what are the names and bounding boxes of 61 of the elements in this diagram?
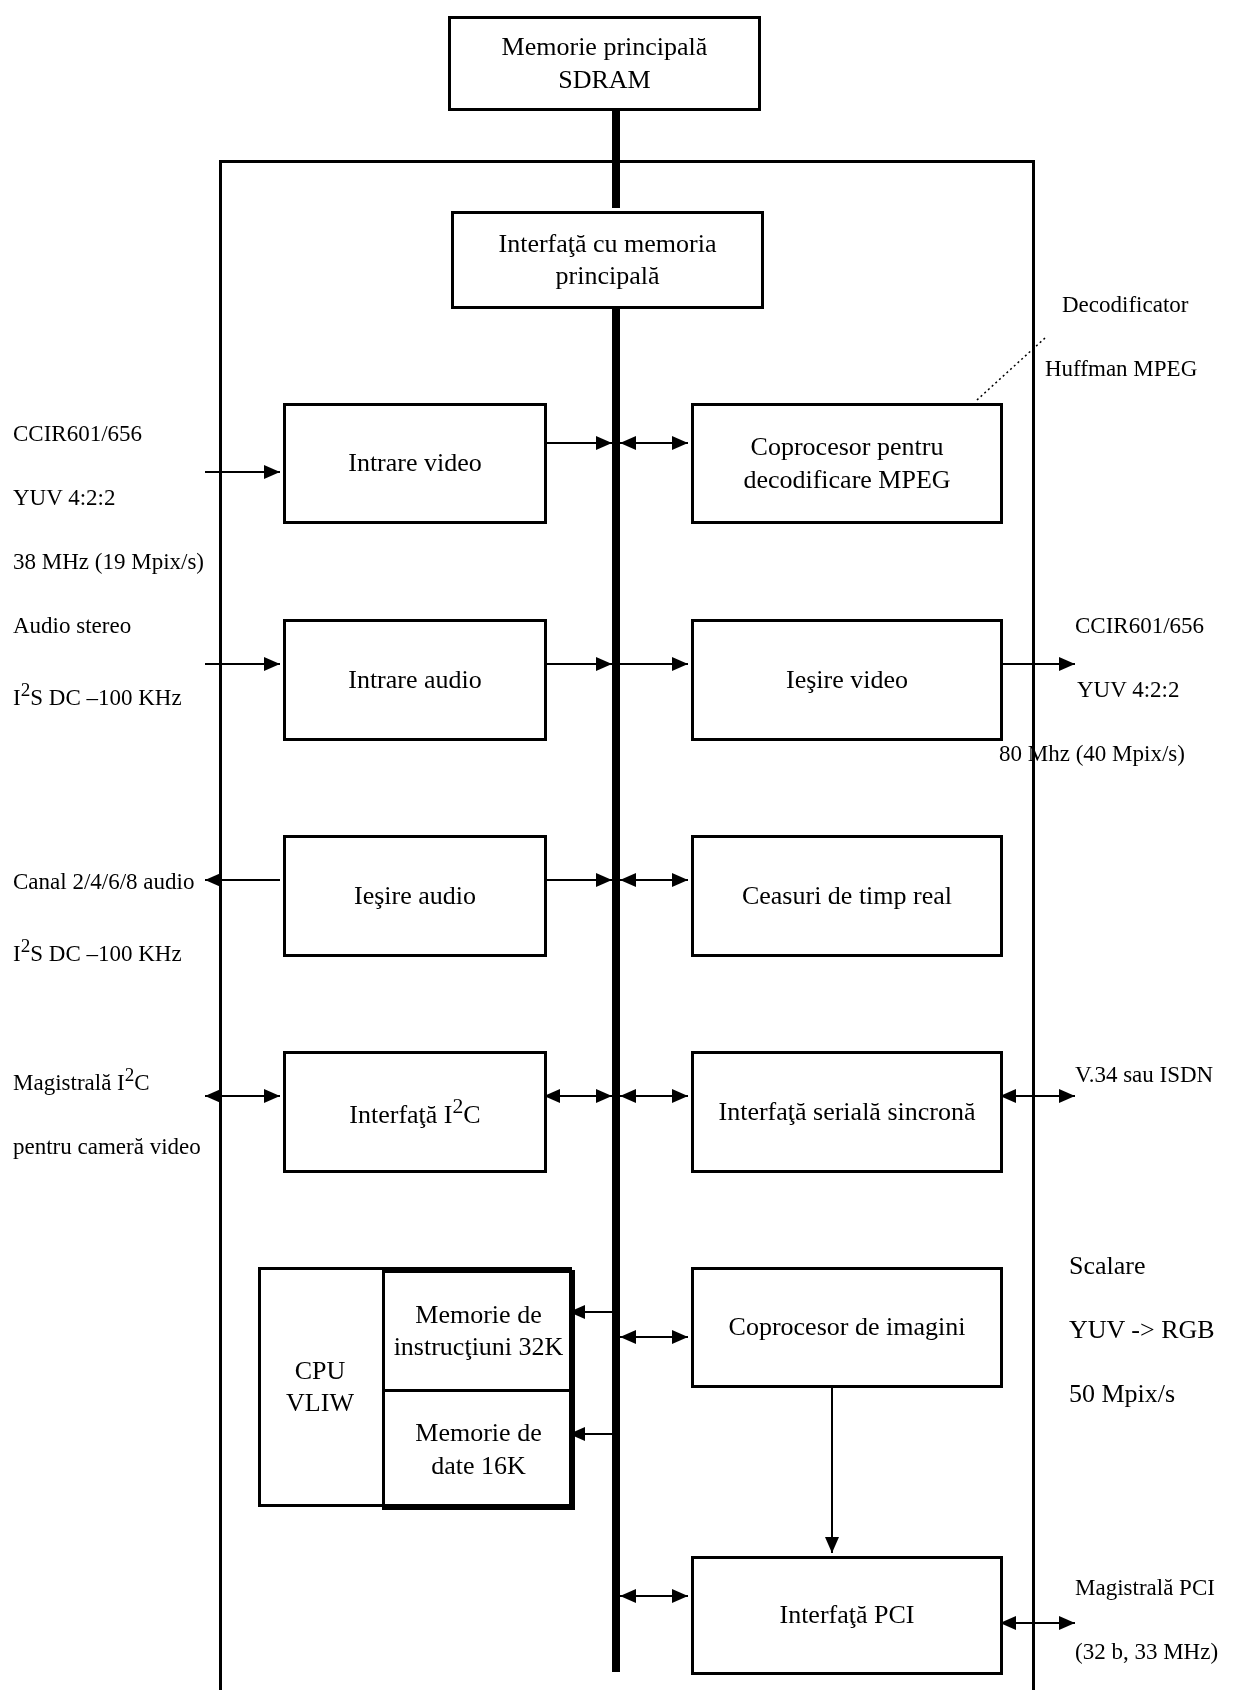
block-label: Intrare audio: [348, 663, 482, 696]
signal-label: Magistrală I$^{2}$C: [13, 1063, 151, 1097]
signal-label: Canal 2/4/6/8 audio: [13, 868, 196, 896]
process-box: [448, 16, 761, 111]
block-label: Intrare video: [348, 447, 482, 480]
signal-label: CCIR601/656: [13, 420, 144, 448]
arrow: [204, 465, 281, 479]
arrow: [619, 873, 689, 887]
signal-label: Magistrală PCI: [1075, 1574, 1216, 1602]
block-label: Coprocesor pentru decodificare MPEG: [742, 431, 952, 496]
cpu-block: [258, 1267, 572, 1507]
signal-label: 38 MHz (19 Mpix/s): [13, 548, 205, 576]
block-label: Memorie principală SDRAM: [500, 31, 709, 96]
process-box: [691, 1051, 1003, 1173]
process-box: [691, 619, 1003, 741]
process-box: [691, 835, 1003, 957]
note-text: Scalare: [1069, 1250, 1146, 1282]
block-label: Coprocesor de imagini: [728, 1311, 966, 1344]
signal-label: Huffman MPEG: [1045, 355, 1199, 383]
process-box: [382, 1389, 575, 1510]
note-text: 50 Mpix/s: [1069, 1378, 1176, 1410]
process-box: [451, 211, 764, 309]
block-label: Memorie de instrucţiuni 32K: [393, 1298, 564, 1363]
process-box: [283, 619, 547, 741]
process-box: [382, 1270, 575, 1392]
block-label: Interfaţă serială sincronă: [718, 1095, 976, 1128]
signal-label: I$^{2}$S DC –100 KHz: [13, 934, 183, 968]
signal-label: Decodificator: [1062, 291, 1190, 319]
arrow: [619, 1330, 689, 1344]
block-label: Memorie de date 16K: [414, 1417, 543, 1482]
signal-label: I$^{2}$S DC –100 KHz: [13, 678, 183, 712]
process-box: [691, 1267, 1003, 1388]
signal-label: pentru cameră video: [13, 1132, 202, 1161]
block-label: Interfaţă PCI: [779, 1599, 915, 1632]
block-label: Interfaţă I$^{2}$C: [349, 1092, 481, 1131]
bus-bar: [612, 340, 620, 1672]
process-box: [283, 835, 547, 957]
arrow: [204, 1089, 281, 1103]
block-label: Interfaţă cu memoria principală: [497, 227, 718, 292]
note-text: YUV -> RGB: [1069, 1314, 1215, 1346]
signal-label: YUV 4:2:2: [1077, 676, 1181, 704]
arrow: [204, 873, 281, 887]
arrow: [204, 657, 281, 671]
process-box: [691, 403, 1003, 524]
arrow: [619, 657, 689, 671]
block-label: CPU VLIW: [285, 1354, 355, 1419]
signal-label: YUV 4:2:2: [13, 484, 117, 512]
signal-label: CCIR601/656: [1075, 612, 1206, 640]
block-label: Ceasuri de timp real: [741, 879, 953, 912]
signal-label: Audio stereo: [13, 612, 133, 640]
arrow: [619, 1089, 689, 1103]
process-box: [691, 1556, 1003, 1675]
process-box: [283, 403, 547, 524]
process-box: [283, 1051, 547, 1173]
arrow: [619, 1589, 689, 1603]
block-label: Ieşire video: [786, 663, 908, 696]
arrow: [619, 436, 689, 450]
block-label: Ieşire audio: [354, 879, 476, 912]
leader-line: [976, 337, 1046, 401]
signal-label: V.34 sau ISDN: [1075, 1061, 1215, 1089]
signal-label: (32 b, 33 MHz): [1075, 1638, 1220, 1666]
